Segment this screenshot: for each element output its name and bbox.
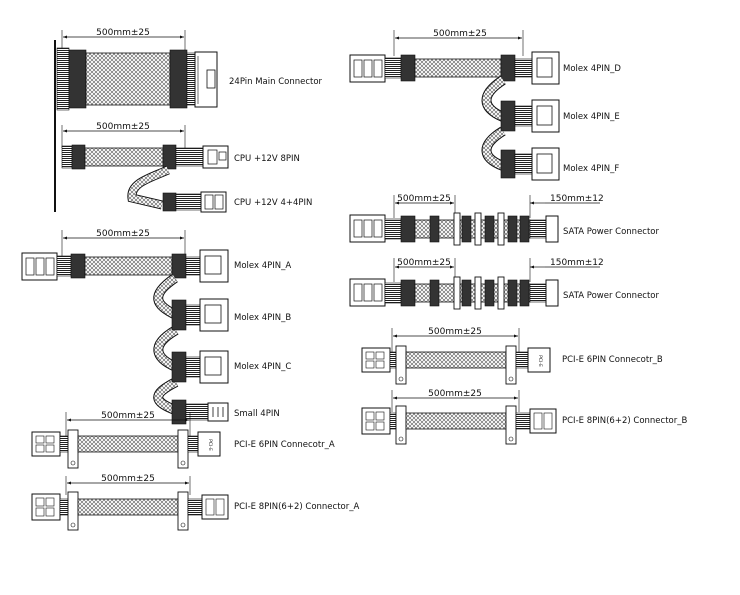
cable-molex-left: 500mm±25 Molex 4PIN_A Molex 4PIN_B Molex [21,229,291,425]
label-pcie-8pin-b: PCI-E 8PIN(6+2) Connector_B [562,416,687,426]
label-pcie-6pin-b: PCI-E 6PIN Connecotr_B [562,355,663,365]
label-sata-2: SATA Power Connector [563,291,660,301]
cable-sata-2: 500mm±25 150mm±12 SATA Power Connector [349,258,660,310]
dim-sata-1-first: 500mm±25 [397,194,451,204]
dim-molex-right: 500mm±25 [433,29,487,39]
dim-pcie-6pin-a: 500mm±25 [101,411,155,421]
dim-cpu: 500mm±25 [96,122,150,132]
label-pcie-8pin-a: PCI-E 8PIN(6+2) Connector_A [234,502,359,512]
pcie-mark-a: PCI-E [207,439,213,451]
dim-sata-2-first: 500mm±25 [397,258,451,268]
pcie-mark-b: PCI-E [537,355,543,367]
cable-pcie-8pin-a: 500mm±25 PCI-E 8PIN(6+2) Connector_A [31,474,359,531]
dim-24pin: 500mm±25 [96,28,150,38]
dim-pcie-6pin-b: 500mm±25 [428,327,482,337]
dim-molex-left: 500mm±25 [96,229,150,239]
label-pcie-6pin-a: PCI-E 6PIN Connecotr_A [234,440,335,450]
cable-pcie-6pin-a: 500mm±25 PCI-E PCI-E 6PIN Connecotr_A [31,411,335,469]
cable-cpu: 500mm±25 CPU +12V 8PIN CPU +12V 4+4PIN [61,122,312,213]
label-24pin-main: 24Pin Main Connector [229,77,323,87]
cable-pcie-8pin-b: 500mm±25 PCI-E 8PIN(6+2) Connector_B [361,389,687,445]
cable-24pin-main: 500mm±25 24Pin Main Connector [54,28,323,212]
dim-pcie-8pin-a: 500mm±25 [101,474,155,484]
label-sata-1: SATA Power Connector [563,227,660,237]
dim-sata-1-second: 150mm±12 [550,194,604,204]
label-cpu-8pin: CPU +12V 8PIN [234,154,300,164]
label-small-4pin: Small 4PIN [234,409,280,419]
dim-sata-2-second: 150mm±12 [550,258,604,268]
label-molex-c: Molex 4PIN_C [234,362,291,372]
label-molex-a: Molex 4PIN_A [234,261,291,271]
label-molex-f: Molex 4PIN_F [563,164,619,174]
cable-sata-1: 500mm±25 150mm±12 SATA Power Connector [349,194,660,246]
label-cpu-4p4: CPU +12V 4+4PIN [234,198,312,208]
cable-molex-right: 500mm±25 Molex 4PIN_D Molex 4PIN_E Molex… [349,29,621,181]
label-molex-d: Molex 4PIN_D [563,64,621,74]
label-molex-e: Molex 4PIN_E [563,112,620,122]
dim-pcie-8pin-b: 500mm±25 [428,389,482,399]
cable-pcie-6pin-b: 500mm±25 PCI-E PCI-E 6PIN Connecotr_B [361,327,663,385]
label-molex-b: Molex 4PIN_B [234,313,291,323]
